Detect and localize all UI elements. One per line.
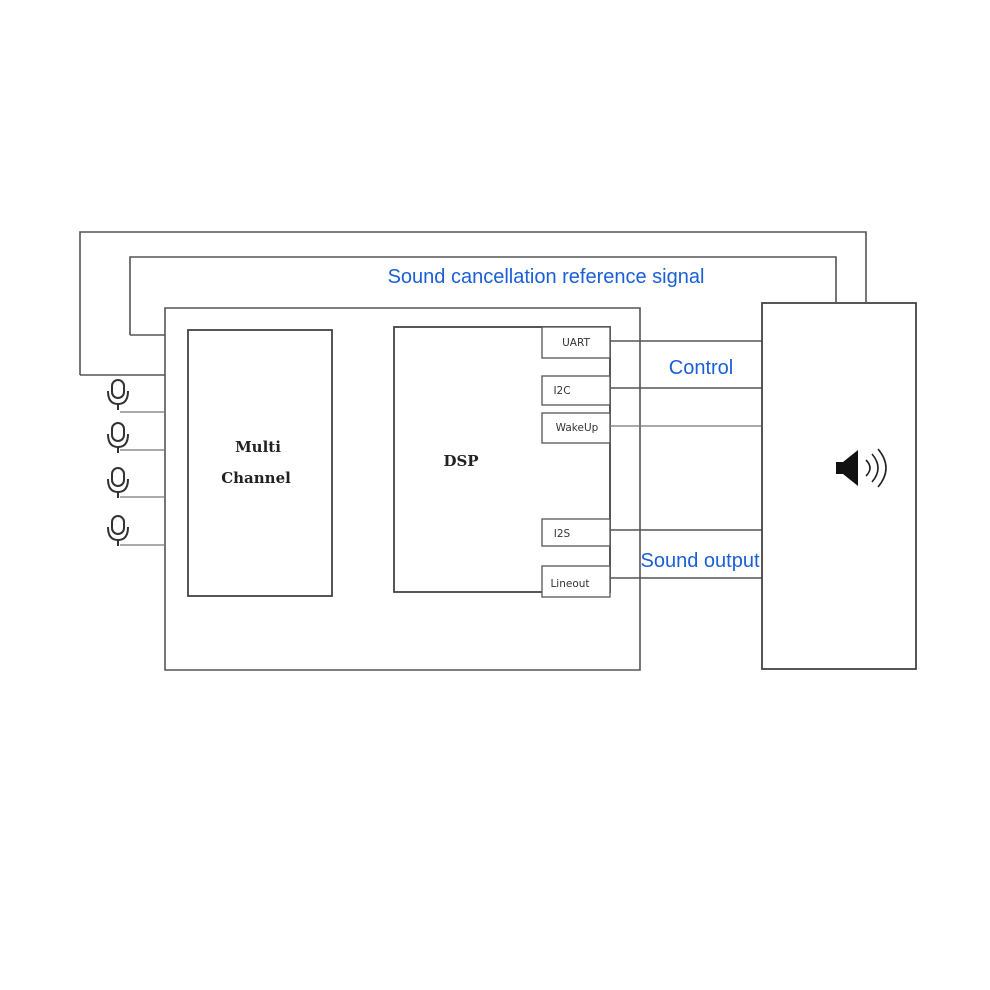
microphone-icon	[107, 422, 129, 453]
reference-loop-inner	[129, 256, 837, 335]
lineout-port-label: Lineout	[550, 578, 589, 590]
wakeup-port	[541, 412, 611, 444]
uart-port	[541, 326, 611, 359]
sound-output-label: Sound output	[641, 550, 760, 572]
speaker-device-block	[761, 302, 917, 670]
reference-signal-label: Sound cancellation reference signal	[388, 266, 705, 288]
lineout-port	[541, 565, 611, 598]
dsp-block	[393, 326, 611, 593]
microphone-icon	[107, 379, 129, 410]
dsp-label: DSP	[443, 452, 478, 470]
uart-port-label: UART	[562, 337, 590, 349]
i2c-port-label: I2C	[553, 385, 570, 397]
control-label: Control	[669, 357, 733, 379]
speaker-icon	[836, 448, 887, 488]
multi-channel-block	[187, 329, 333, 597]
main-board-outline	[164, 307, 641, 671]
multi-channel-label-2: Channel	[221, 469, 291, 487]
i2s-port	[541, 518, 611, 547]
i2c-port	[541, 375, 611, 406]
wakeup-port-label: WakeUp	[556, 422, 599, 434]
multi-channel-label-1: Multi	[235, 438, 281, 456]
reference-loop-outer	[79, 231, 867, 375]
microphone-icon	[107, 467, 129, 498]
i2s-port-label: I2S	[554, 528, 571, 540]
microphone-icon	[107, 515, 129, 546]
